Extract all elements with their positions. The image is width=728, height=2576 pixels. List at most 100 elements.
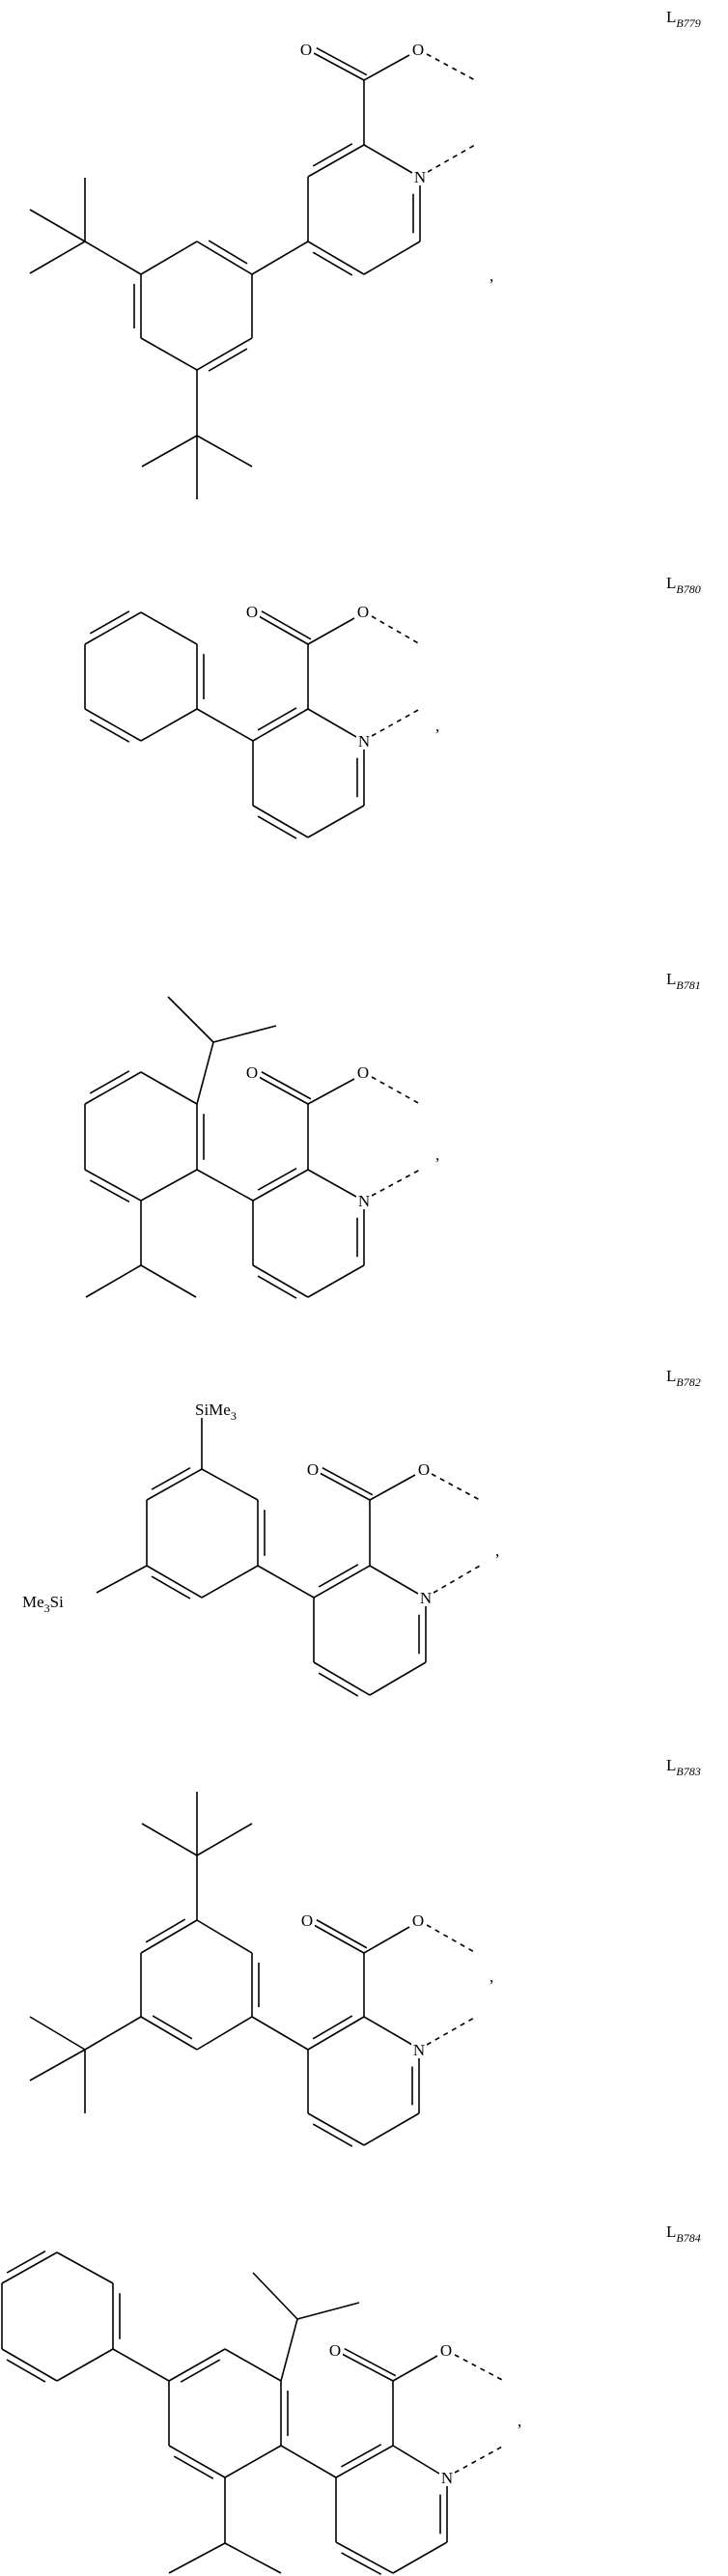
coordination-dash-bond bbox=[426, 1924, 477, 1954]
bond-line bbox=[307, 1264, 365, 1298]
bond-line bbox=[252, 1169, 309, 1202]
double-bond-line bbox=[257, 707, 297, 731]
bond-line bbox=[168, 2348, 226, 2382]
bond-line bbox=[251, 241, 309, 275]
bond-line bbox=[196, 337, 253, 371]
bond-line bbox=[363, 2112, 420, 2146]
bond-line bbox=[112, 2348, 170, 2382]
bond-line bbox=[369, 1661, 427, 1696]
bond-line bbox=[307, 2016, 365, 2051]
bond-line bbox=[84, 708, 142, 742]
double-bond-line bbox=[322, 1467, 374, 1496]
compound-label-lb784: LB784 bbox=[666, 2222, 701, 2245]
coordination-dash-bond bbox=[454, 2445, 505, 2474]
bond-line bbox=[167, 996, 214, 1043]
coordination-dash-bond bbox=[426, 2016, 477, 2046]
compound-label-lb783: LB783 bbox=[666, 1756, 701, 1778]
bond-line bbox=[280, 2318, 298, 2382]
bond-line bbox=[392, 2355, 438, 2382]
double-bond-line bbox=[151, 1466, 191, 1490]
bond-line bbox=[280, 2445, 337, 2478]
compound-label-lb782: LB782 bbox=[666, 1367, 701, 1389]
atom-label-o: O bbox=[307, 1460, 319, 1479]
bond-line bbox=[392, 2445, 440, 2475]
double-bond-line bbox=[341, 2552, 382, 2576]
bond-line bbox=[313, 1661, 371, 1696]
bond-line bbox=[258, 1076, 309, 1105]
coordination-dash-bond bbox=[427, 144, 476, 173]
bond-line bbox=[196, 708, 254, 742]
bond-line bbox=[84, 611, 142, 645]
atom-label-n: N bbox=[414, 168, 426, 186]
coordination-dash-bond bbox=[433, 1565, 481, 1594]
atom-label-n: N bbox=[420, 1589, 432, 1607]
atom-label-o: O bbox=[357, 603, 369, 621]
double-bond-line bbox=[180, 2359, 221, 2383]
atom-label-o: O bbox=[329, 2341, 341, 2360]
label-main: L bbox=[666, 2222, 677, 2241]
bond-line bbox=[84, 1071, 142, 1105]
double-bond-line bbox=[312, 251, 353, 276]
atom-label-me3si: Me3Si bbox=[22, 1593, 64, 1615]
coordination-dash-bond bbox=[371, 615, 421, 645]
bond-line bbox=[252, 708, 309, 742]
coordination-dash-bond bbox=[371, 1076, 421, 1105]
list-separator-comma: , bbox=[435, 1146, 439, 1164]
bond-line bbox=[224, 2348, 282, 2382]
bond-line bbox=[313, 1565, 371, 1599]
bond-line bbox=[1, 2251, 58, 2284]
bond-line bbox=[84, 2016, 142, 2051]
bond-line bbox=[85, 1264, 142, 1298]
label-main: L bbox=[666, 1367, 677, 1385]
atom-label-o: O bbox=[418, 1460, 430, 1479]
double-bond-line bbox=[208, 240, 248, 265]
coordination-dash-bond bbox=[431, 1473, 481, 1501]
bond-line bbox=[252, 1264, 309, 1298]
atom-label-o: O bbox=[246, 1063, 258, 1082]
label-subscript: B783 bbox=[676, 1765, 701, 1778]
bond-line bbox=[140, 1919, 198, 1954]
double-bond-line bbox=[261, 610, 312, 640]
bond-line bbox=[201, 1468, 259, 1501]
bond-line bbox=[313, 52, 365, 81]
bond-line bbox=[140, 1071, 198, 1105]
label-main: L bbox=[666, 574, 677, 592]
bond-line bbox=[140, 611, 198, 645]
label-subscript: B781 bbox=[676, 978, 701, 992]
bond-line bbox=[140, 1169, 198, 1202]
bond-line bbox=[168, 2542, 226, 2574]
bond-line bbox=[196, 1919, 253, 1954]
bond-line bbox=[252, 805, 309, 838]
compound-label-lb781: LB781 bbox=[666, 970, 701, 992]
bond-line bbox=[369, 1565, 419, 1595]
double-bond-line bbox=[318, 1672, 359, 1697]
bond-line bbox=[363, 1926, 410, 1954]
bond-line bbox=[146, 1468, 203, 1501]
bond-line bbox=[341, 2353, 394, 2382]
bond-line bbox=[196, 2016, 253, 2051]
double-bond-line bbox=[152, 2015, 193, 2040]
double-bond-line bbox=[316, 47, 368, 76]
double-bond-line bbox=[312, 2015, 353, 2040]
list-separator-comma: , bbox=[490, 1967, 493, 1986]
bond-line bbox=[29, 2049, 86, 2081]
bond-line bbox=[96, 1565, 148, 1594]
bond-line bbox=[140, 708, 198, 742]
bond-line bbox=[168, 2445, 226, 2478]
atom-label-o: O bbox=[357, 1063, 369, 1082]
atom-label-sime3: SiMe3 bbox=[195, 1401, 237, 1423]
bond-line bbox=[196, 1041, 214, 1105]
bond-line bbox=[146, 1565, 203, 1599]
double-bond-line bbox=[318, 1564, 359, 1588]
coordination-dash-bond bbox=[454, 2354, 505, 2382]
bond-line bbox=[363, 54, 410, 81]
bond-line bbox=[140, 241, 198, 275]
bond-line bbox=[313, 1924, 365, 1954]
double-bond-line bbox=[173, 2455, 214, 2479]
bond-line bbox=[251, 2016, 309, 2051]
bond-line bbox=[307, 1078, 355, 1105]
